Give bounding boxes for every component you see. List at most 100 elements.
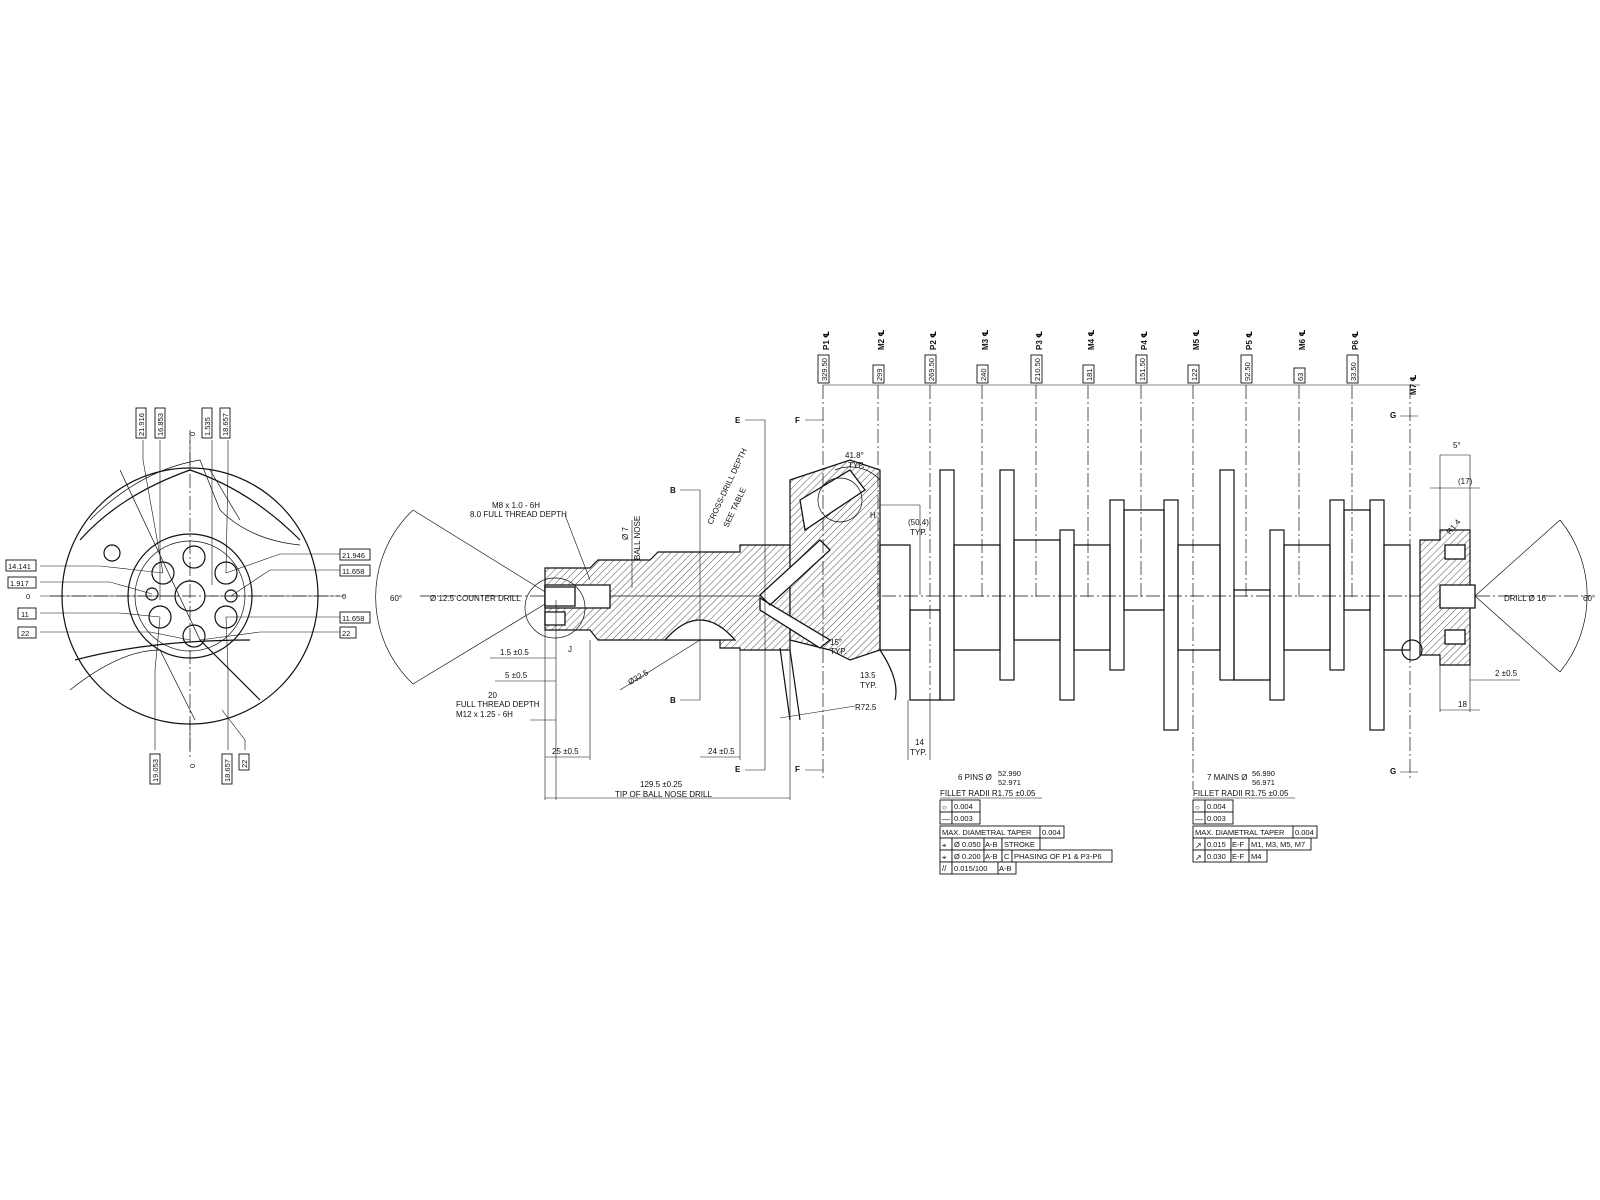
end-left-labels: 14.141 1.917 0 11 22 — [5, 559, 37, 639]
end-left-label-2: 1.917 — [10, 579, 29, 588]
svg-text:P5 ℄: P5 ℄ — [1245, 331, 1254, 350]
station-m4: M4 ℄ 181 — [1082, 329, 1096, 384]
angle-41-label: 41.8° — [845, 451, 864, 460]
thread-hole — [544, 611, 566, 626]
svg-text:⌖: ⌖ — [942, 853, 947, 862]
main-journal-5 — [1283, 544, 1331, 651]
station-p6: P6 ℄ 33.50 — [1346, 331, 1360, 384]
svg-text:↗: ↗ — [1195, 853, 1202, 862]
dim-18: 18 — [1458, 700, 1467, 709]
svg-text:63: 63 — [1296, 373, 1305, 381]
pins-fillet: FILLET RADII R1.75 ±0.05 — [940, 789, 1036, 798]
pins-upper: 52.990 — [998, 769, 1021, 778]
dim-13-5: 13.5 — [860, 671, 876, 680]
svg-text:0.004: 0.004 — [1295, 828, 1314, 837]
svg-text:M7 ℄: M7 ℄ — [1409, 374, 1418, 395]
svg-text:240: 240 — [979, 368, 988, 381]
angle-15: 15° — [830, 638, 842, 647]
svg-text:STROKE: STROKE — [1004, 840, 1035, 849]
end-bottom-label-2: 0 — [188, 764, 197, 768]
ball-nose-dia: Ø 7 — [621, 527, 630, 540]
station-labels: P1 ℄ 329.50 M2 ℄ 299 P2 ℄ 269.50 M3 ℄ 24… — [817, 329, 1418, 395]
svg-text:MAX. DIAMETRAL TAPER: MAX. DIAMETRAL TAPER — [1195, 828, 1285, 837]
svg-text:Ø 0.200: Ø 0.200 — [954, 852, 981, 861]
station-p2: P2 ℄ 269.50 — [924, 331, 938, 384]
svg-text:F: F — [795, 416, 800, 425]
pin-1 — [909, 609, 941, 701]
main-journal-3 — [1073, 544, 1111, 651]
end-left-label-5: 22 — [21, 629, 29, 638]
m8-label-1: M8 x 1.0 - 6H — [492, 501, 540, 510]
dowel-hole — [145, 587, 159, 601]
svg-text:E-F: E-F — [1232, 852, 1245, 861]
svg-text:M1, M3, M5, M7: M1, M3, M5, M7 — [1251, 840, 1305, 849]
svg-text:B: B — [670, 486, 676, 495]
pins-title: 6 PINS Ø — [958, 773, 992, 782]
station-p1: P1 ℄ 329.50 — [817, 331, 831, 384]
svg-text:P4 ℄: P4 ℄ — [1140, 331, 1149, 350]
end-right-label-2: 11.658 — [342, 567, 364, 576]
dim-17: (17) — [1458, 477, 1473, 486]
oil-gallery — [759, 539, 832, 649]
web-3a — [1163, 499, 1179, 731]
mains-upper: 56.990 — [1252, 769, 1275, 778]
svg-text:MAX. DIAMETRAL TAPER: MAX. DIAMETRAL TAPER — [942, 828, 1032, 837]
station-m2: M2 ℄ 299 — [872, 329, 886, 384]
side-view: 60° — [375, 329, 1595, 800]
ball-nose-label: BALL NOSE — [633, 516, 642, 560]
end-top-label-1: 21.916 — [137, 413, 146, 436]
svg-text:F: F — [795, 765, 800, 774]
svg-text:E: E — [735, 765, 741, 774]
main-journal-2 — [953, 544, 1001, 651]
station-m5: M5 ℄ 122 — [1187, 329, 1201, 384]
station-p3: P3 ℄ 210.50 — [1030, 331, 1044, 384]
end-bottom-labels: 19.053 0 18.657 22 — [149, 753, 250, 785]
m12-label: M12 x 1.25 - 6H — [456, 710, 513, 719]
bolt-hole-2 — [182, 545, 206, 569]
bolt-hole-6 — [182, 624, 206, 648]
left-angle-label: 60° — [390, 594, 402, 603]
dim-24: 24 ±0.5 — [708, 747, 735, 756]
svg-text:0.030: 0.030 — [1207, 852, 1226, 861]
end-right-label-1: 21.946 — [342, 551, 365, 560]
station-m6: M6 ℄ 63 — [1293, 329, 1307, 384]
svg-text:M6 ℄: M6 ℄ — [1298, 329, 1307, 350]
cross-drill — [799, 469, 866, 532]
svg-text:92.50: 92.50 — [1243, 362, 1252, 381]
station-p4: P4 ℄ 151.50 — [1135, 331, 1149, 384]
web-2b — [1109, 499, 1125, 671]
dim-5: 5 ±0.5 — [505, 671, 528, 680]
svg-text:PHASING OF P1 & P3-P6: PHASING OF P1 & P3-P6 — [1014, 852, 1102, 861]
web-1b — [999, 469, 1015, 681]
rear-bolt-hole-1 — [1444, 544, 1466, 560]
svg-text:⌖: ⌖ — [942, 841, 947, 850]
web-3b — [1219, 469, 1235, 681]
rear-drill — [1439, 584, 1476, 609]
web-swirl-upper — [89, 459, 301, 546]
svg-text:122: 122 — [1190, 368, 1199, 381]
front-flange — [779, 647, 801, 721]
svg-text:—: — — [1195, 815, 1203, 824]
dim-50-4-typ: TYP. — [910, 528, 927, 537]
oil-hole — [103, 544, 121, 562]
svg-text:151.50: 151.50 — [1138, 358, 1147, 381]
svg-text:C: C — [1004, 852, 1010, 861]
dim-13-5-typ: TYP. — [860, 681, 877, 690]
svg-text:33.50: 33.50 — [1349, 362, 1358, 381]
svg-text:0.015/100: 0.015/100 — [954, 864, 987, 873]
main-journal-4 — [1177, 544, 1221, 651]
svg-text:181: 181 — [1085, 368, 1094, 381]
end-top-label-3: 0 — [188, 432, 197, 436]
svg-text:M3 ℄: M3 ℄ — [981, 329, 990, 350]
right-angle-arc — [1559, 519, 1588, 673]
dim-14: 14 — [915, 738, 924, 747]
end-left-label-4: 11 — [21, 610, 29, 619]
svg-text:A-B: A-B — [985, 840, 998, 849]
counter-drill — [544, 586, 576, 607]
svg-text://: // — [942, 864, 947, 873]
web-4a — [1269, 529, 1285, 701]
main-journal-6 — [1383, 544, 1411, 651]
svg-text:B: B — [670, 696, 676, 705]
